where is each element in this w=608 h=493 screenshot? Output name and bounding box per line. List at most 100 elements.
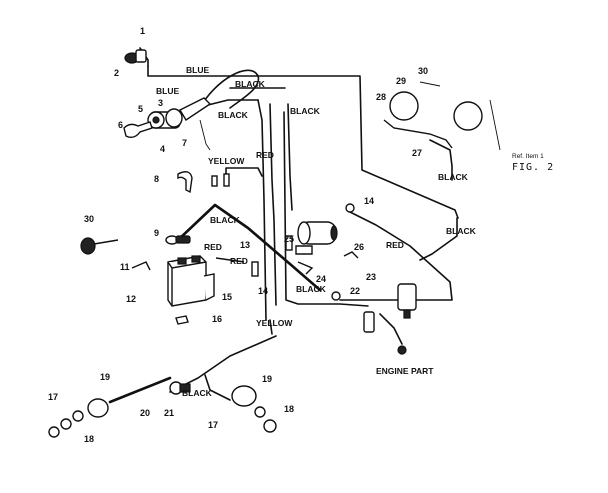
engine-part-label: ENGINE PART xyxy=(376,366,434,376)
label-black-harness: BLACK xyxy=(182,388,213,398)
red-wire-upper xyxy=(225,167,263,179)
engine-part-symbol xyxy=(363,283,417,355)
part-24 xyxy=(297,261,314,275)
part-number-13: 13 xyxy=(240,240,250,250)
part-number-9: 9 xyxy=(154,228,159,238)
magneto-wire xyxy=(429,139,453,181)
label-red-b2: RED xyxy=(230,256,248,266)
battery-box-part-15 xyxy=(203,273,215,301)
part-number-19-b: 19 xyxy=(262,374,272,384)
wires xyxy=(108,47,459,404)
part-number-18-a: 18 xyxy=(84,434,94,444)
harness-wire-2 xyxy=(269,103,277,306)
part-7-bracket xyxy=(199,119,211,151)
washer-part-22 xyxy=(331,291,341,301)
ring-part-14-b xyxy=(345,203,355,213)
magneto-part-27 xyxy=(383,91,501,151)
label-black-bottom: BLACK xyxy=(296,284,327,294)
wire-labels: BLUE BLUE BLACK BLACK BLACK YELLOW RED B… xyxy=(156,65,477,398)
label-black-right: BLACK xyxy=(290,106,321,116)
black-wire-right xyxy=(419,217,458,261)
part-number-26: 26 xyxy=(354,242,364,252)
starter-part-19-left xyxy=(48,398,109,438)
part-number-2: 2 xyxy=(114,68,119,78)
red-connector xyxy=(223,173,230,187)
part-number-17-b: 17 xyxy=(208,420,218,430)
label-black-battery: BLACK xyxy=(210,215,241,225)
part-number-28: 28 xyxy=(376,92,386,102)
red-wire-right xyxy=(339,211,453,301)
part-number-14-a: 14 xyxy=(258,286,268,296)
cable-end-part-9 xyxy=(165,235,191,245)
black-wire-loop xyxy=(199,69,260,109)
part-11 xyxy=(131,261,151,271)
yellow-connector xyxy=(211,175,218,187)
starter-part-19-right xyxy=(231,385,277,433)
black-battery-cable xyxy=(176,203,322,292)
part-number-19-a: 19 xyxy=(100,372,110,382)
clamp-part-8 xyxy=(177,171,193,194)
label-black-mid: BLACK xyxy=(218,110,249,120)
part-number-3: 3 xyxy=(158,98,163,108)
part-number-6: 6 xyxy=(118,120,123,130)
label-yellow-upper: YELLOW xyxy=(208,156,245,166)
part-number-7: 7 xyxy=(182,138,187,148)
ring-terminal-part-13 xyxy=(215,257,245,263)
label-yellow-lower: YELLOW xyxy=(256,318,293,328)
connector-part-21 xyxy=(169,381,191,395)
ground-part-30-left xyxy=(80,237,119,255)
part-numbers: 1 2 3 4 5 6 7 8 9 30 11 12 13 14 14 15 1… xyxy=(48,26,428,444)
solenoid-part-26 xyxy=(295,221,338,255)
part-number-15: 15 xyxy=(222,292,232,302)
components xyxy=(48,49,501,438)
label-blue-left: BLUE xyxy=(156,86,179,96)
harness-wire-1 xyxy=(257,99,267,321)
label-red-right: RED xyxy=(386,240,404,250)
part-23 xyxy=(343,251,359,259)
engine-part-line xyxy=(379,313,403,345)
cable-20 xyxy=(108,376,172,404)
part-number-25: 25 xyxy=(284,234,294,244)
part-30-right-leader xyxy=(419,81,441,87)
part-number-21: 21 xyxy=(164,408,174,418)
label-red-b1: RED xyxy=(204,242,222,252)
label-black-magneto: BLACK xyxy=(438,172,469,182)
part-number-8: 8 xyxy=(154,174,159,184)
part-number-1: 1 xyxy=(140,26,145,36)
part-number-16: 16 xyxy=(212,314,222,324)
blue-wire-top xyxy=(147,65,459,219)
figure-label: FIG. 2 xyxy=(512,162,554,173)
part-number-14-b: 14 xyxy=(364,196,374,206)
harness-wire-3 xyxy=(287,103,293,211)
part-number-12: 12 xyxy=(126,294,136,304)
part-number-10: 30 xyxy=(84,214,94,224)
screw-part-14-a xyxy=(251,261,259,277)
part-number-23: 23 xyxy=(366,272,376,282)
battery-part-12 xyxy=(167,255,207,307)
part-number-17-a: 17 xyxy=(48,392,58,402)
part-number-4: 4 xyxy=(160,144,165,154)
label-black-top: BLACK xyxy=(235,79,266,89)
part-number-27: 27 xyxy=(412,148,422,158)
screw-part-25 xyxy=(285,235,293,251)
part-number-24: 24 xyxy=(316,274,326,284)
part-number-5: 5 xyxy=(138,104,143,114)
part-number-22: 22 xyxy=(350,286,360,296)
key-switch-part-2 xyxy=(124,49,147,64)
label-blue-top: BLUE xyxy=(186,65,209,75)
key-part-6 xyxy=(123,121,153,139)
yellow-lower-wire xyxy=(269,319,273,335)
label-black-far-right: BLACK xyxy=(446,226,477,236)
part-number-18-b: 18 xyxy=(284,404,294,414)
part-16 xyxy=(175,315,189,325)
part-number-11: 11 xyxy=(120,262,130,272)
ignition-switch-part-3 xyxy=(147,97,212,129)
ref-item-label: Ref. Item 1 xyxy=(512,153,544,160)
part-number-29: 29 xyxy=(396,76,406,86)
part-number-30-right: 30 xyxy=(418,66,428,76)
part-number-20: 20 xyxy=(140,408,150,418)
lower-harness-branch xyxy=(204,374,231,401)
label-red-upper: RED xyxy=(256,150,274,160)
